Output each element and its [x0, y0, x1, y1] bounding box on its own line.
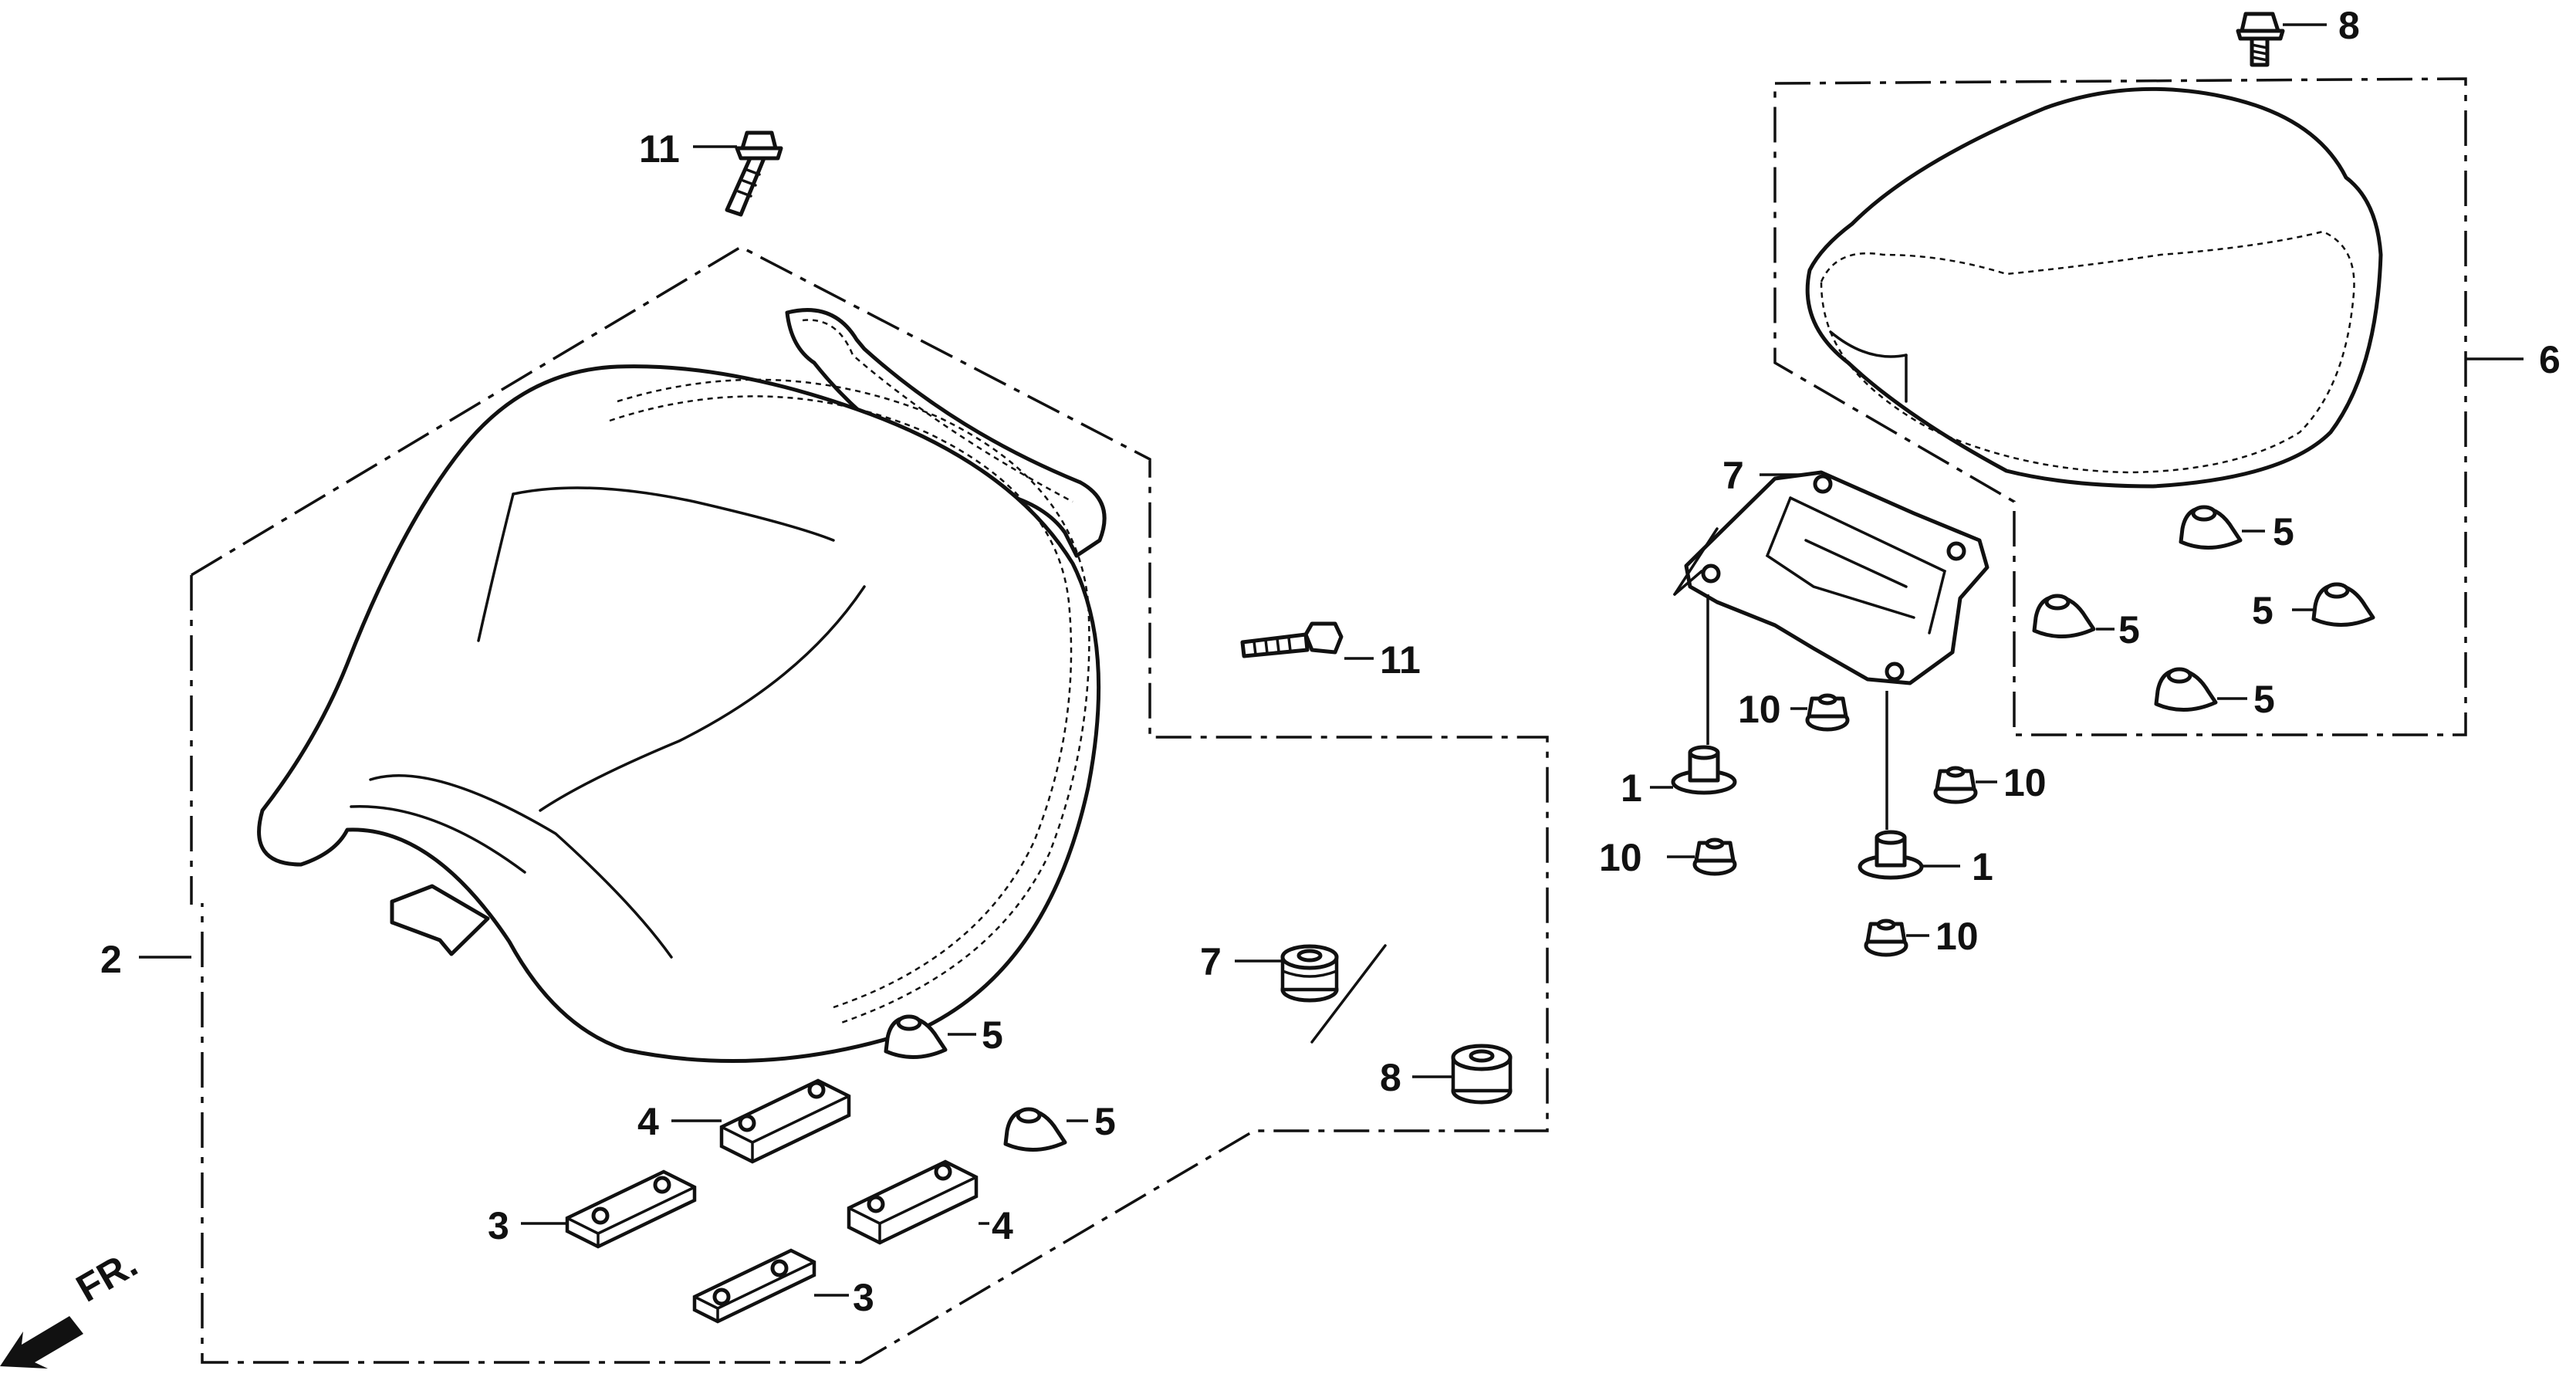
main-seat	[257, 308, 1107, 1064]
callout-1-left: 1	[1621, 766, 1642, 810]
cushion-part-5-pillion-d	[2154, 667, 2218, 712]
front-direction-indicator: FR.	[0, 1242, 144, 1369]
callout-6: 6	[2539, 338, 2561, 381]
callout-8-upper: 7	[1200, 940, 1222, 983]
seat-bracket	[1673, 470, 1989, 685]
callout-5-main-a: 5	[982, 1013, 1003, 1057]
cushion-part-5-pillion-a	[2179, 505, 2243, 550]
foam-block-part-3-lower	[692, 1248, 816, 1324]
bolt-part-11-upper	[725, 130, 783, 217]
collar-part-1-left	[1671, 745, 1737, 795]
callout-labels: 11 11 8 6 7 2 3 3 4 4 5 5 5 5 5 5 7 8 10…	[100, 4, 2561, 1319]
callout-5-pillion-c: 5	[2252, 589, 2273, 632]
callout-10-d: 10	[1935, 915, 1979, 958]
collar-part-1-right	[1858, 830, 1924, 880]
main-seat-assembly-frame	[190, 245, 1549, 1364]
callout-2: 2	[100, 938, 122, 981]
callout-10-b: 10	[2003, 761, 2047, 804]
callout-11-right: 11	[1380, 638, 1421, 682]
callout-3-lower: 3	[853, 1276, 874, 1319]
callout-10-c: 10	[1599, 836, 1642, 879]
front-arrow-icon	[0, 1316, 83, 1369]
nut-part-10-d	[1864, 919, 1908, 957]
leader-lines	[139, 23, 2524, 1297]
nut-part-10-c	[1692, 838, 1737, 876]
callout-5-pillion-b: 5	[2118, 608, 2140, 651]
callout-4-lower: 4	[992, 1204, 1013, 1247]
callout-4-upper: 4	[637, 1100, 659, 1143]
bolt-part-9	[2236, 12, 2285, 67]
cushion-part-5-pillion-b	[2032, 594, 2096, 638]
callout-5-pillion-d: 5	[2253, 678, 2275, 721]
bolt-part-11-right	[1240, 621, 1344, 658]
callout-3-upper: 3	[488, 1204, 509, 1247]
front-direction-label: FR.	[69, 1242, 145, 1311]
callout-5-main-b: 5	[1094, 1100, 1116, 1143]
callout-1-right: 1	[1972, 845, 1993, 888]
pillion-seat-assembly-frame	[1773, 77, 2467, 736]
callout-7: 7	[1722, 454, 1744, 497]
foam-block-part-3-upper	[565, 1169, 697, 1249]
cushion-part-5-main-a	[884, 1014, 948, 1059]
cushion-part-5-main-b	[1003, 1107, 1067, 1152]
callout-8-lower: 8	[1380, 1056, 1401, 1099]
cushion-part-5-pillion-c	[2311, 582, 2375, 627]
grommet-part-8-upper	[1280, 944, 1387, 1044]
callout-9: 8	[2338, 4, 2360, 47]
nut-part-10-b	[1933, 766, 1978, 804]
callout-5-pillion-a: 5	[2273, 510, 2294, 553]
nut-part-10-a	[1805, 693, 1850, 732]
callout-11-upper: 11	[639, 127, 680, 171]
pillion-seat	[1805, 86, 2383, 489]
foam-block-part-4-upper	[719, 1078, 851, 1164]
grommet-part-8-lower	[1451, 1044, 1513, 1105]
foam-block-part-4-lower	[847, 1159, 979, 1245]
callout-10-a: 10	[1738, 688, 1781, 731]
